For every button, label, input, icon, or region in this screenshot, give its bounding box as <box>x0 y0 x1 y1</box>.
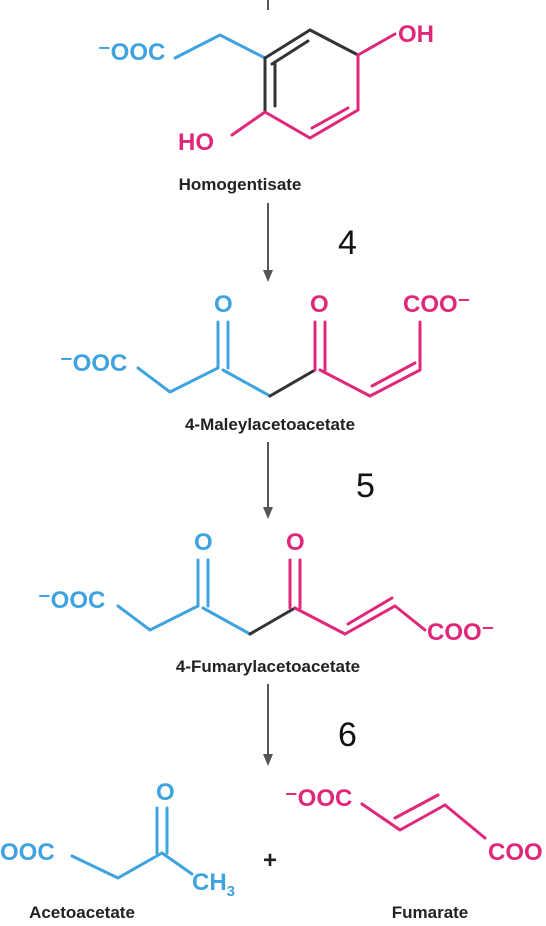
maleylacetoacetate-label: 4-Maleylacetoacetate <box>185 415 355 434</box>
fumarate-carboxylate-right: COO <box>488 839 543 866</box>
fumarylacetoacetate-carboxylate-left: ⁻OOC <box>38 587 105 614</box>
homogentisate-oh-bottom: HO <box>178 129 214 156</box>
step-number-5: 5 <box>356 467 375 505</box>
maleylacetoacetate-carbonyl-1: O <box>214 291 233 318</box>
homogentisate-label: Homogentisate <box>179 175 302 194</box>
fumarylacetoacetate-label: 4-Fumarylacetoacetate <box>176 657 360 676</box>
maleylacetoacetate-structure: ⁻OOC O O COO⁻ <box>60 291 470 398</box>
maleylacetoacetate-carboxylate-right: COO⁻ <box>403 291 470 318</box>
acetoacetate-structure: OOC O CH3 <box>0 779 235 900</box>
homogentisate-carboxylate: ⁻OOC <box>98 39 165 66</box>
fumarylacetoacetate-carbonyl-2: O <box>286 529 305 556</box>
fumarate-label: Fumarate <box>392 903 469 922</box>
maleylacetoacetate-carbonyl-2: O <box>310 291 329 318</box>
homogentisate-structure: ⁻OOC OH HO <box>98 21 434 156</box>
fumarate-carboxylate-left: ⁻OOC <box>285 785 352 812</box>
homogentisate-oh-top: OH <box>398 21 434 48</box>
reaction-arrow-3 <box>263 684 273 766</box>
step-number-6: 6 <box>338 716 357 754</box>
reaction-arrow-2 <box>263 442 273 519</box>
fumarate-structure: ⁻OOC COO <box>285 785 543 866</box>
fumarylacetoacetate-structure: ⁻OOC O O COO⁻ <box>38 529 494 646</box>
step-number-4: 4 <box>338 224 357 262</box>
plus-sign: + <box>263 847 277 874</box>
acetoacetate-methyl: CH3 <box>192 869 235 900</box>
acetoacetate-carbonyl: O <box>156 779 175 806</box>
reaction-arrow-1 <box>263 203 273 282</box>
fumarylacetoacetate-carboxylate-right: COO⁻ <box>427 619 494 646</box>
acetoacetate-label: Acetoacetate <box>29 903 135 922</box>
acetoacetate-carboxylate: OOC <box>0 839 55 866</box>
maleylacetoacetate-carboxylate-left: ⁻OOC <box>60 350 127 377</box>
fumarylacetoacetate-carbonyl-1: O <box>194 529 213 556</box>
